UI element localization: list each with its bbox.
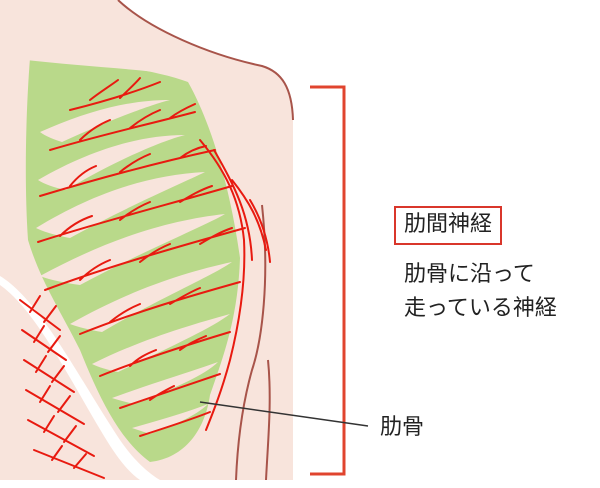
nerve-description: 肋骨に沿って 走っている神経 (404, 258, 557, 326)
rib-gaps (26, 57, 232, 434)
lower-skin (0, 285, 140, 480)
rib-label: 肋骨 (380, 415, 425, 440)
section-bracket (310, 85, 346, 476)
shoulder-outline (117, 0, 294, 121)
intercostal-nerve-label: 肋間神経 (394, 206, 503, 245)
rib-leader-line (199, 401, 369, 427)
lower-nerve-branches (19, 295, 105, 479)
nerve-description-line1: 肋骨に沿って (404, 262, 535, 287)
arm-fold-right (265, 359, 271, 481)
nerve-description-line2: 走っている神経 (404, 296, 557, 321)
arm-fold-left (235, 204, 267, 481)
intercostal-nerves (37, 77, 271, 437)
intercostal-nerve-title: 肋間神経 (404, 212, 493, 237)
